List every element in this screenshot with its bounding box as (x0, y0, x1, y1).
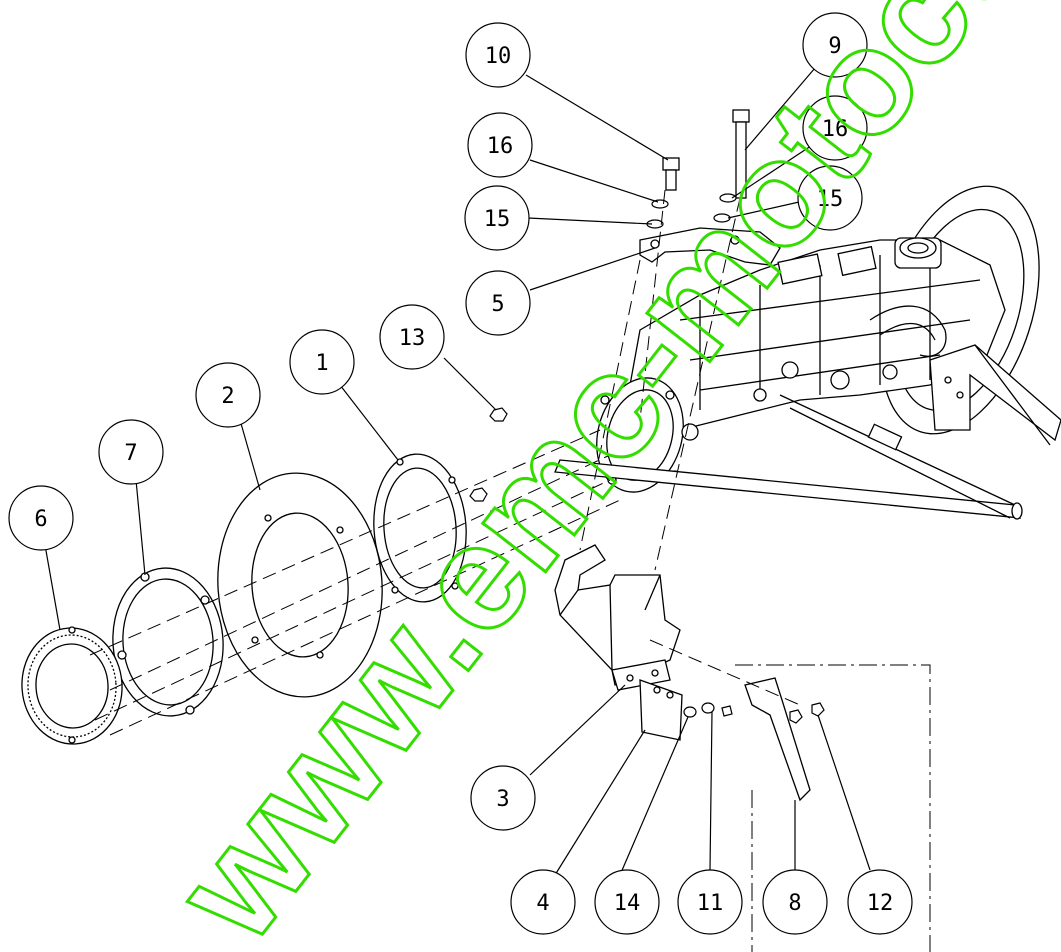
bolt-part-12 (789, 702, 825, 724)
callout-16-left: 16 (467, 112, 533, 178)
callout-3: 3 (470, 765, 536, 831)
bracket-part-5 (639, 227, 781, 266)
assembly-lines (89, 189, 801, 736)
arm-part-8 (744, 677, 811, 802)
callout-10: 10 (465, 22, 531, 88)
bolt-part-11 (721, 705, 733, 717)
svg-text:13: 13 (399, 326, 426, 351)
callout-14: 14 (594, 869, 660, 935)
callout-7: 7 (98, 419, 164, 485)
leader-lines (44, 67, 871, 876)
group-bracket-lines (735, 664, 931, 952)
callout-15-left: 15 (464, 185, 530, 251)
callout-12: 12 (847, 869, 913, 935)
callouts: 10 9 16 16 15 15 5 13 (8, 12, 913, 935)
plate-part-4 (639, 679, 683, 741)
toothed-ring-part-6 (21, 626, 123, 745)
svg-text:8: 8 (788, 891, 801, 916)
callout-1: 1 (289, 329, 355, 395)
callout-5: 5 (465, 270, 531, 336)
bolt-part-10 (662, 157, 680, 191)
callout-8: 8 (762, 869, 828, 935)
svg-text:3: 3 (496, 787, 509, 812)
svg-text:16: 16 (487, 134, 514, 159)
svg-text:1: 1 (315, 351, 328, 376)
svg-text:2: 2 (221, 384, 234, 409)
svg-text:14: 14 (614, 891, 641, 916)
mounting-bracket-part-3 (554, 544, 681, 691)
svg-text:6: 6 (34, 507, 47, 532)
svg-text:9: 9 (828, 34, 841, 59)
nut-part-13 (469, 407, 508, 502)
bolt-part-9 (732, 109, 750, 199)
plate-ring-part-7 (112, 567, 224, 717)
callout-13: 13 (379, 304, 445, 370)
callout-16-right: 16 (802, 95, 868, 161)
svg-text:11: 11 (697, 891, 724, 916)
svg-text:15: 15 (817, 187, 844, 212)
callout-6: 6 (8, 485, 74, 551)
callout-11: 11 (677, 869, 743, 935)
transaxle-assembly (554, 185, 1061, 520)
callout-4: 4 (510, 869, 576, 935)
washer-part-14 (683, 702, 715, 718)
svg-text:10: 10 (485, 44, 512, 69)
svg-text:4: 4 (536, 891, 549, 916)
svg-text:12: 12 (867, 891, 894, 916)
callout-9: 9 (802, 12, 868, 78)
callout-2: 2 (195, 362, 261, 428)
svg-text:16: 16 (822, 117, 849, 142)
svg-text:15: 15 (484, 207, 511, 232)
friction-disc-part-2 (217, 472, 383, 698)
spacer-ring-part-1 (373, 453, 467, 603)
svg-text:7: 7 (124, 441, 137, 466)
callout-15-right: 15 (797, 165, 863, 231)
svg-text:5: 5 (491, 292, 504, 317)
